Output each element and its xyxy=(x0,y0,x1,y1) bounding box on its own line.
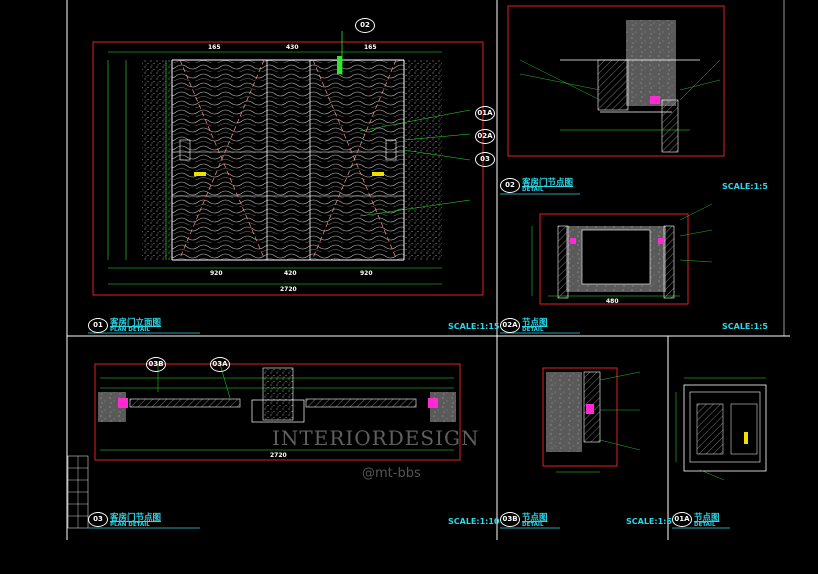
dim-bottom-1: 920 xyxy=(210,270,223,277)
detail-01a-title: 节点图 xyxy=(694,513,720,523)
dim-bottom-3: 920 xyxy=(360,270,373,277)
detail-02a-subtitle: DETAIL xyxy=(522,327,544,333)
main-elevation-subtitle: PLAN DETAIL xyxy=(110,327,150,333)
detail-01a-subtitle: DETAIL xyxy=(694,522,716,528)
drawing-number-02: 02 xyxy=(500,178,520,193)
main-elevation-scale: SCALE:1:15 xyxy=(448,322,500,331)
drawing-number-01: 01 xyxy=(88,318,108,333)
detail-02a-drawing xyxy=(531,203,713,305)
callout-02a: 02A xyxy=(475,129,495,144)
detail-02a-title: 节点图 xyxy=(522,318,548,328)
detail-02-title: 客房门节点图 xyxy=(522,178,574,188)
dim-top-2: 430 xyxy=(286,44,299,51)
detail-03b-subtitle: DETAIL xyxy=(522,522,544,528)
sheet-frame xyxy=(66,0,790,540)
drawing-number-03b: 03B xyxy=(500,512,520,527)
plan-detail-scale: SCALE:1:10 xyxy=(448,517,500,526)
dim-top-1: 165 xyxy=(208,44,221,51)
title-underlines xyxy=(88,193,730,529)
callout-03: 03 xyxy=(475,152,495,167)
detail-03b-drawing xyxy=(542,367,641,473)
detail-02-subtitle: DETAIL xyxy=(522,187,544,193)
drawing-number-03: 03 xyxy=(88,512,108,527)
detail-01a-drawing xyxy=(675,377,767,481)
drawing-number-02a: 02A xyxy=(500,318,520,333)
drawing-number-01a: 01A xyxy=(672,512,692,527)
plan-detail-title: 客房门节点图 xyxy=(110,513,162,523)
main-elevation-drawing xyxy=(92,31,484,296)
plan-detail-subtitle: PLAN DETAIL xyxy=(110,522,150,528)
callout-03a: 03A xyxy=(210,357,230,372)
dim-bottom-2: 420 xyxy=(284,270,297,277)
detail-02-scale: SCALE:1:5 xyxy=(722,182,768,191)
detail-02-drawing xyxy=(507,5,725,157)
callout-02: 02 xyxy=(355,18,375,33)
detail-03b-title: 节点图 xyxy=(522,513,548,523)
watermark-brand: INTERIORDESIGN xyxy=(272,426,480,450)
detail-02a-scale: SCALE:1:5 xyxy=(722,322,768,331)
detail-02a-dim: 480 xyxy=(606,298,619,305)
main-elevation-title: 客房门立面图 xyxy=(110,318,162,328)
detail-03b-scale: SCALE:1:5 xyxy=(626,517,672,526)
title-block-grid xyxy=(67,455,89,529)
callout-03b: 03B xyxy=(146,357,166,372)
dim-top-3: 165 xyxy=(364,44,377,51)
dim-total: 2720 xyxy=(280,286,297,293)
watermark-handle: @mt-bbs xyxy=(362,466,421,481)
callout-01a: 01A xyxy=(475,106,495,121)
plan-dim-total: 2720 xyxy=(270,452,287,459)
